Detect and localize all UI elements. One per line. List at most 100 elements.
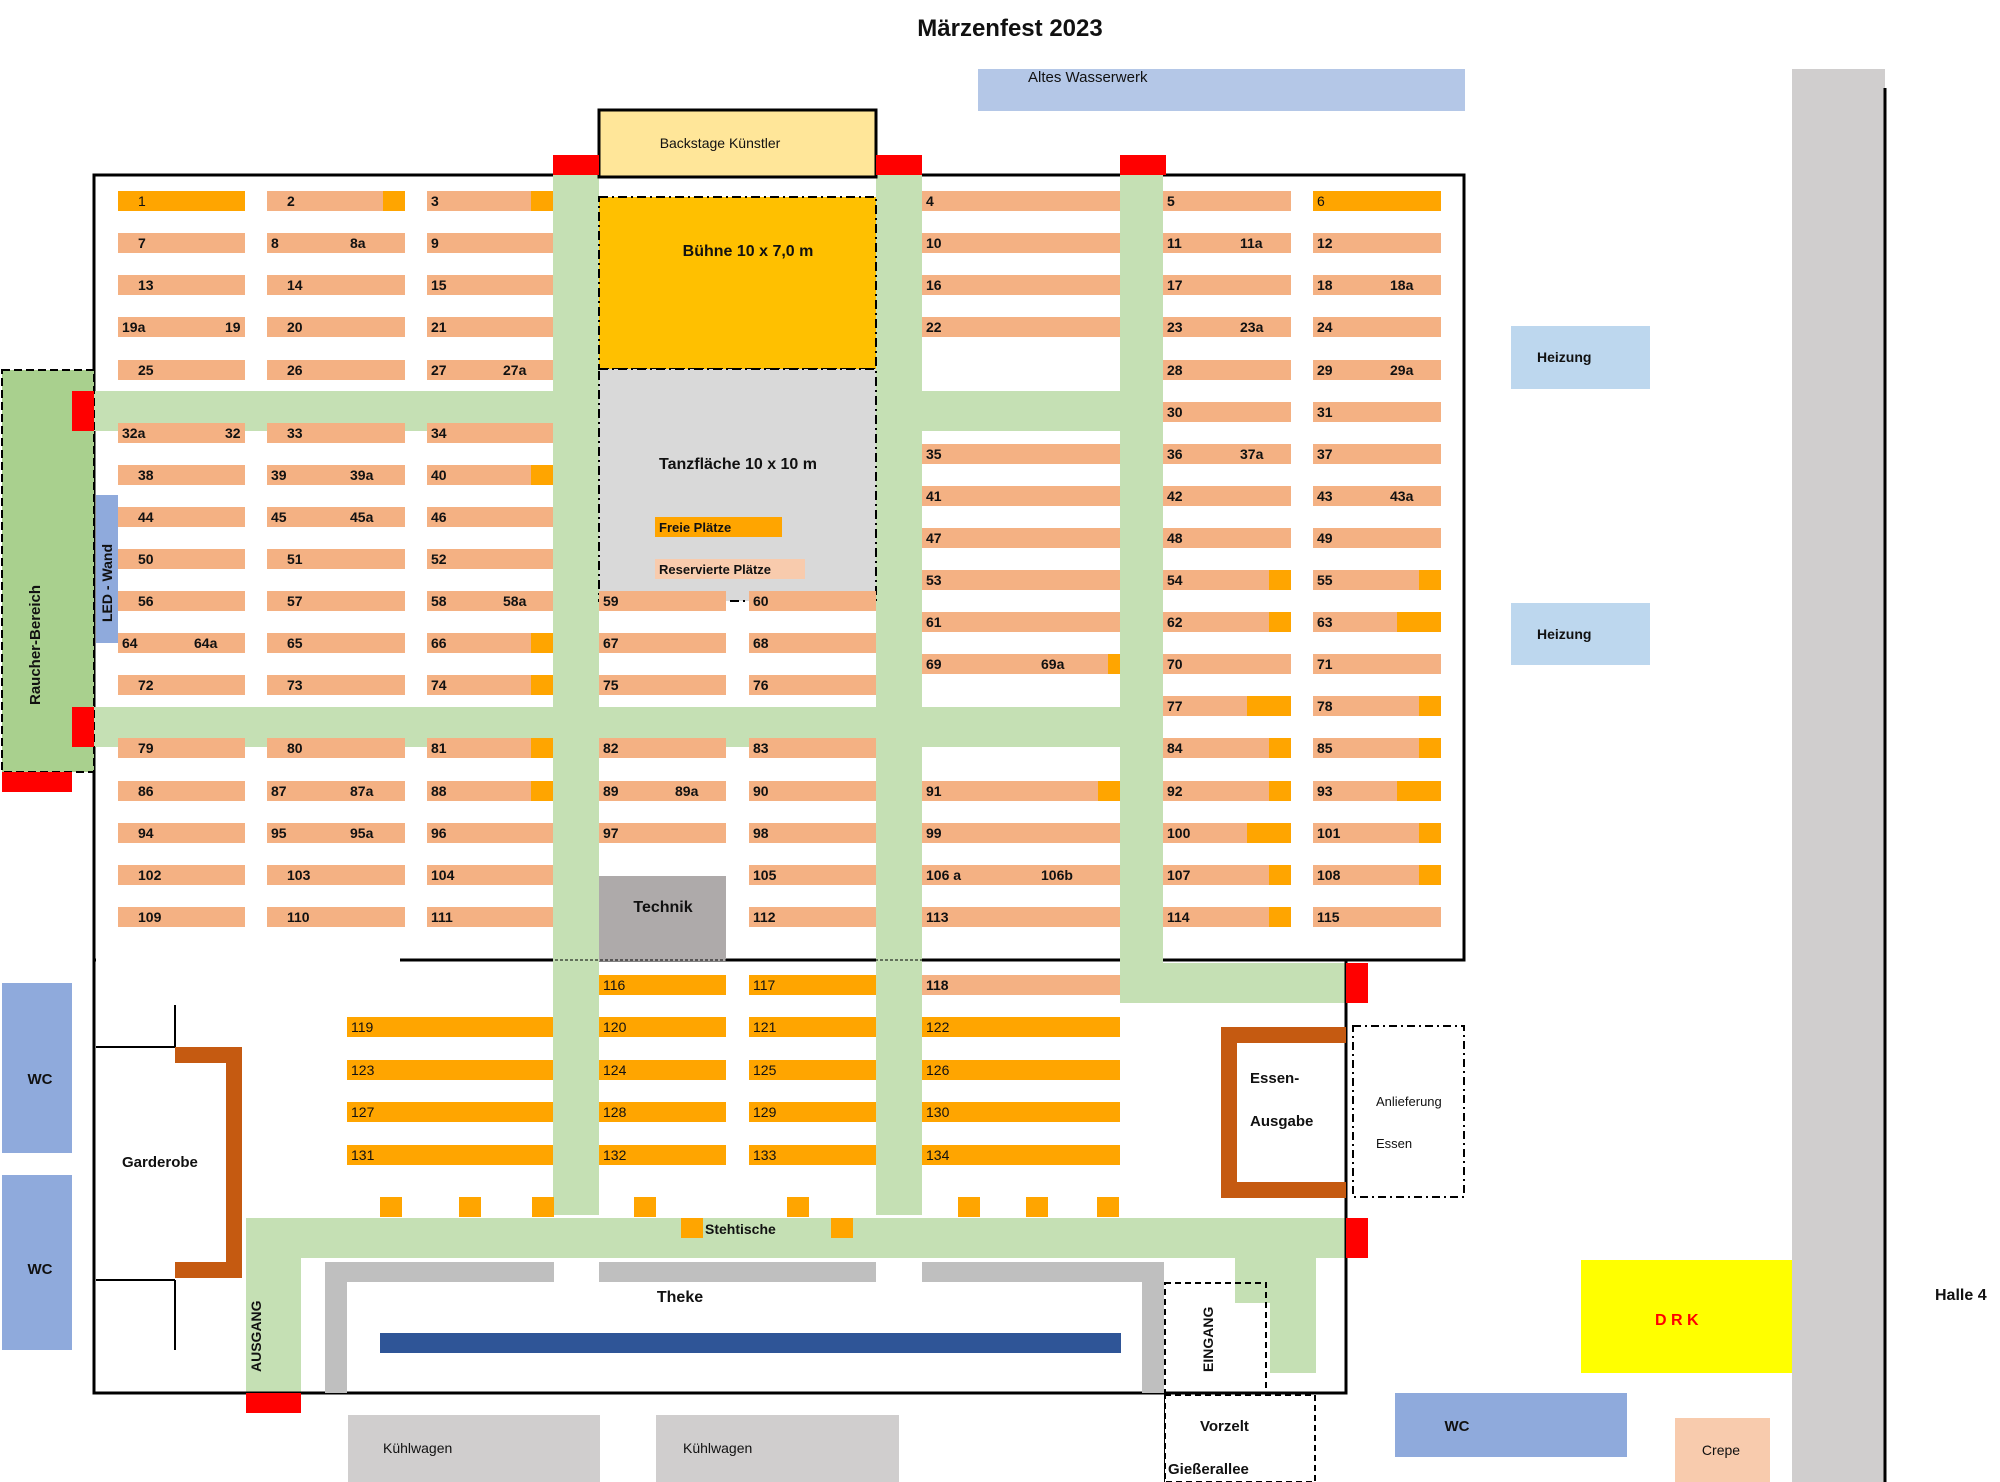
table-label: 134 bbox=[926, 1147, 950, 1163]
table bbox=[1163, 444, 1291, 464]
vorzelt-label-2: Gießerallee bbox=[1168, 1461, 1249, 1478]
table bbox=[749, 1060, 876, 1080]
table-label: 45 bbox=[271, 509, 287, 525]
table bbox=[1163, 738, 1291, 758]
standing-table bbox=[1026, 1197, 1048, 1217]
ausgang-label: AUSGANG bbox=[248, 1300, 264, 1372]
table bbox=[1163, 233, 1291, 253]
table-label: 39 bbox=[271, 467, 287, 483]
heizung-box-1 bbox=[1511, 326, 1650, 389]
table-label: 37a bbox=[1240, 446, 1264, 462]
table bbox=[749, 865, 876, 885]
table-label: 109 bbox=[138, 909, 162, 925]
crepe-area bbox=[1675, 1418, 1770, 1482]
table bbox=[267, 781, 405, 801]
table-label: 124 bbox=[603, 1062, 627, 1078]
theke-bar bbox=[325, 1262, 1164, 1393]
table-label: 116 bbox=[603, 977, 626, 993]
standing-table bbox=[958, 1197, 980, 1217]
table-free-seats bbox=[1108, 654, 1120, 674]
emergency-exits bbox=[2, 155, 1368, 1413]
table-free-seats bbox=[1397, 612, 1441, 632]
table-label: 94 bbox=[138, 825, 154, 841]
table bbox=[267, 317, 405, 337]
table-label: 43a bbox=[1390, 488, 1414, 504]
table-label: 71 bbox=[1317, 656, 1333, 672]
table bbox=[267, 423, 405, 443]
table-label: 16 bbox=[926, 277, 942, 293]
table-label: 128 bbox=[603, 1104, 627, 1120]
backstage-area bbox=[597, 108, 878, 179]
table-label: 58 bbox=[431, 593, 447, 609]
table-free-seats bbox=[1397, 781, 1441, 801]
table bbox=[599, 633, 726, 653]
table bbox=[1163, 191, 1291, 211]
table bbox=[922, 823, 1120, 843]
table-label: 102 bbox=[138, 867, 162, 883]
table bbox=[1163, 275, 1291, 295]
led-wall-label: LED - Wand bbox=[99, 544, 115, 622]
wc-2 bbox=[2, 1175, 72, 1350]
table bbox=[922, 1145, 1120, 1165]
table-label: 81 bbox=[431, 740, 447, 756]
table bbox=[922, 865, 1120, 885]
table-label: 28 bbox=[1167, 362, 1183, 378]
table-label: 64a bbox=[194, 635, 218, 651]
table-label: 114 bbox=[1167, 909, 1190, 925]
wc-label-2: WC bbox=[28, 1261, 53, 1278]
table-label: 132 bbox=[603, 1147, 627, 1163]
table-free-seats bbox=[1269, 570, 1291, 590]
drk-area bbox=[1581, 1260, 1792, 1373]
table-label: 25 bbox=[138, 362, 154, 378]
table-label: 29 bbox=[1317, 362, 1333, 378]
table bbox=[1163, 612, 1291, 632]
table-free-seats bbox=[1269, 907, 1291, 927]
table-free-seats bbox=[531, 738, 553, 758]
table-free-seats bbox=[1247, 823, 1291, 843]
table bbox=[267, 823, 405, 843]
table bbox=[347, 1102, 553, 1122]
table bbox=[1313, 696, 1441, 716]
table-label: 98 bbox=[753, 825, 769, 841]
table bbox=[922, 1102, 1120, 1122]
table-label: 126 bbox=[926, 1062, 950, 1078]
table-label: 62 bbox=[1167, 614, 1183, 630]
plan-title: Märzenfest 2023 bbox=[917, 15, 1102, 42]
technik-area bbox=[599, 876, 726, 961]
table-label: 121 bbox=[753, 1019, 777, 1035]
table-label: 89 bbox=[603, 783, 619, 799]
table bbox=[1313, 486, 1441, 506]
table bbox=[922, 1017, 1120, 1037]
table bbox=[1163, 528, 1291, 548]
theke-label: Theke bbox=[657, 1289, 703, 1306]
table bbox=[922, 191, 1120, 211]
table bbox=[267, 465, 405, 485]
table-label: 75 bbox=[603, 677, 619, 693]
table-label: 103 bbox=[287, 867, 311, 883]
technik-label: Technik bbox=[633, 899, 692, 916]
table-label: 6 bbox=[1317, 193, 1325, 209]
table bbox=[118, 865, 245, 885]
kuehlwagen-2 bbox=[656, 1415, 899, 1482]
table-label: 59 bbox=[603, 593, 619, 609]
table bbox=[599, 1060, 726, 1080]
table-label: 73 bbox=[287, 677, 303, 693]
table-free-seats bbox=[1419, 823, 1441, 843]
table-label: 104 bbox=[431, 867, 455, 883]
standing-table bbox=[831, 1218, 853, 1238]
table bbox=[922, 907, 1120, 927]
table-free-seats bbox=[383, 191, 405, 211]
anlieferung-area bbox=[1352, 1025, 1465, 1198]
table-label: 96 bbox=[431, 825, 447, 841]
table bbox=[427, 738, 553, 758]
table bbox=[1163, 402, 1291, 422]
table bbox=[267, 591, 405, 611]
table bbox=[1313, 360, 1441, 380]
table-label: 82 bbox=[603, 740, 619, 756]
table bbox=[922, 233, 1120, 253]
table bbox=[1313, 738, 1441, 758]
table-label: 66 bbox=[431, 635, 447, 651]
heizung-box-2 bbox=[1511, 603, 1650, 665]
table bbox=[749, 675, 876, 695]
